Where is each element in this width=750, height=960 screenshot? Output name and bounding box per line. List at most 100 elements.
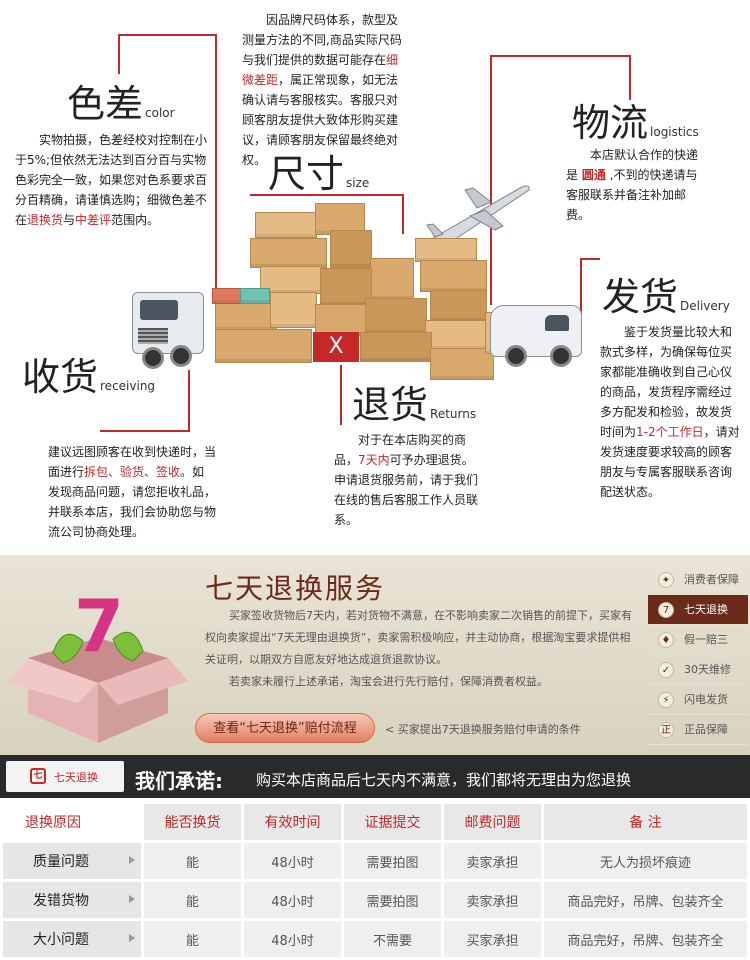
header-remarks: 备 注 <box>544 804 747 840</box>
truck-wheel <box>170 345 192 367</box>
caret-right-icon <box>129 934 135 942</box>
logistics-illustration: X <box>132 185 582 380</box>
connector-line <box>629 55 631 100</box>
tab-label: 七天退换 <box>54 771 98 784</box>
caret-right-icon <box>129 895 135 903</box>
header-evidence: 证据提交 <box>344 804 441 840</box>
table-cell: 需要拍图 <box>344 843 441 879</box>
cardboard-box <box>320 268 372 306</box>
connector-line <box>402 194 404 234</box>
sidebar-item-fake-compensation[interactable]: ♦假一赔三 <box>648 625 748 655</box>
color-description: 实物拍摄，色差经校对控制在小于5%;但依然无法达到百分百与实物色彩完全一致，如果… <box>15 133 208 227</box>
table-row: 大小问题 能 48小时 不需要 买家承担 商品完好，吊牌、包装齐全 <box>3 921 747 957</box>
van-window <box>545 315 569 331</box>
size-subtitle: size <box>346 176 370 190</box>
connector-line <box>490 55 630 57</box>
seven-day-return-tab[interactable]: 七 七天退换 <box>6 761 124 792</box>
table-cell: 商品完好，吊牌、包装齐全 <box>544 882 747 918</box>
diamond-icon: ♦ <box>658 632 674 648</box>
shield-icon: ✦ <box>658 572 674 588</box>
header-reason: 退换原因 <box>3 804 141 840</box>
sidebar-item-consumer-protection[interactable]: ✦消费者保障 <box>648 565 748 595</box>
table-cell: 48小时 <box>244 882 341 918</box>
table-row: 质量问题 能 48小时 需要拍图 卖家承担 无人为损坏痕迹 <box>3 843 747 879</box>
sidebar-item-fast-shipping[interactable]: ⚡闪电发货 <box>648 685 748 715</box>
promise-title: 我们承诺: <box>135 769 223 793</box>
receive-title: 收货 <box>22 355 99 399</box>
cardboard-box <box>250 238 327 268</box>
check-icon: ✓ <box>658 662 674 678</box>
returns-description: 对于在本店购买的商品，7天内可予办理退货。申请退货服务前，请于我们在线的售后客服… <box>334 433 479 527</box>
connector-line <box>100 430 190 432</box>
truck-window <box>140 300 178 320</box>
connector-line <box>580 258 582 318</box>
table-cell: 48小时 <box>244 843 341 879</box>
banner-text: 买家签收货物后7天内，若对货物不满意，在不影响卖家二次销售的前提下，买家有权向卖… <box>205 605 633 693</box>
row-reason: 大小问题 <box>3 921 141 957</box>
table-header-row: 退换原因 能否换货 有效时间 证据提交 邮费问题 备 注 <box>3 804 747 840</box>
promise-bar: 七 七天退换 我们承诺: 购买本店商品后七天内不满意，我们都将无理由为您退换 <box>0 755 750 798</box>
banner-paragraph: 若卖家未履行上述承诺，淘宝会进行先行赔付，保障消费者权益。 <box>229 675 548 688</box>
truck-grille <box>138 328 168 344</box>
sidebar-item-30-day-repair[interactable]: ✓30天维修 <box>648 655 748 685</box>
header-valid-time: 有效时间 <box>244 804 341 840</box>
compensation-conditions-link[interactable]: < 买家提出7天退换服务赔付申请的条件 <box>385 723 581 736</box>
van-body <box>490 305 582 357</box>
seven-day-return-banner: 7 七天退换服务 买家签收货物后7天内，若对货物不满意，在不影响卖家二次销售的前… <box>0 555 750 755</box>
cardboard-box <box>415 238 477 262</box>
lightning-icon: ⚡ <box>658 692 674 708</box>
teal-box <box>240 288 270 304</box>
delivery-subtitle: Delivery <box>680 299 730 313</box>
delivery-title: 发货 <box>602 275 679 319</box>
connector-line <box>340 365 342 425</box>
cardboard-box <box>365 298 427 334</box>
table-cell: 卖家承担 <box>444 882 541 918</box>
cardboard-box <box>420 260 487 292</box>
color-subtitle: color <box>145 106 175 120</box>
red-box <box>212 288 242 304</box>
receive-description: 建议远图顾客在收到快递时，当面进行拆包、验货、签收。如发现商品问题，请您拒收礼品… <box>48 445 217 539</box>
table-cell: 买家承担 <box>444 921 541 957</box>
returns-subtitle: Returns <box>430 407 477 421</box>
banner-paragraph: 买家签收货物后7天内，若对货物不满意，在不影响卖家二次销售的前提下，买家有权向卖… <box>205 609 632 666</box>
connector-line <box>118 34 120 74</box>
table-cell: 能 <box>144 882 241 918</box>
table-cell: 卖家承担 <box>444 843 541 879</box>
sidebar-item-genuine-guarantee[interactable]: 正正品保障 <box>648 715 748 745</box>
delivery-description: 鉴于发货量比较大和款式多样，为确保每位买家都能准确收到自己心仪的商品，发货程序需… <box>600 325 740 499</box>
header-exchangeable: 能否换货 <box>144 804 241 840</box>
seven-icon: 7 <box>658 602 674 618</box>
cardboard-box <box>330 230 372 268</box>
airplane-icon <box>426 185 530 247</box>
cardboard-box <box>430 290 487 322</box>
return-policy-table: 退换原因 能否换货 有效时间 证据提交 邮费问题 备 注 质量问题 能 48小时… <box>0 801 750 960</box>
table-cell: 能 <box>144 843 241 879</box>
view-compensation-process-button[interactable]: 查看“七天退换”赔付流程 <box>195 713 375 743</box>
table-cell: 能 <box>144 921 241 957</box>
cardboard-box <box>360 332 432 362</box>
connector-line <box>215 34 217 288</box>
banner-title: 七天退换服务 <box>205 572 386 605</box>
header-shipping-fee: 邮费问题 <box>444 804 541 840</box>
color-title: 色差 <box>67 82 144 126</box>
row-reason: 质量问题 <box>3 843 141 879</box>
banner-seven-digit: 7 <box>74 584 124 668</box>
cardboard-box <box>370 258 414 300</box>
row-reason: 发错货物 <box>3 882 141 918</box>
connector-line <box>118 34 216 36</box>
truck-wheel <box>142 347 164 369</box>
connector-line <box>250 194 402 196</box>
logistics-title: 物流 <box>572 101 649 145</box>
table-cell: 无人为损坏痕迹 <box>544 843 747 879</box>
logistics-subtitle: logistics <box>650 125 699 139</box>
cardboard-box <box>215 329 312 363</box>
van-wheel <box>505 345 527 367</box>
van-wheel <box>550 345 572 367</box>
